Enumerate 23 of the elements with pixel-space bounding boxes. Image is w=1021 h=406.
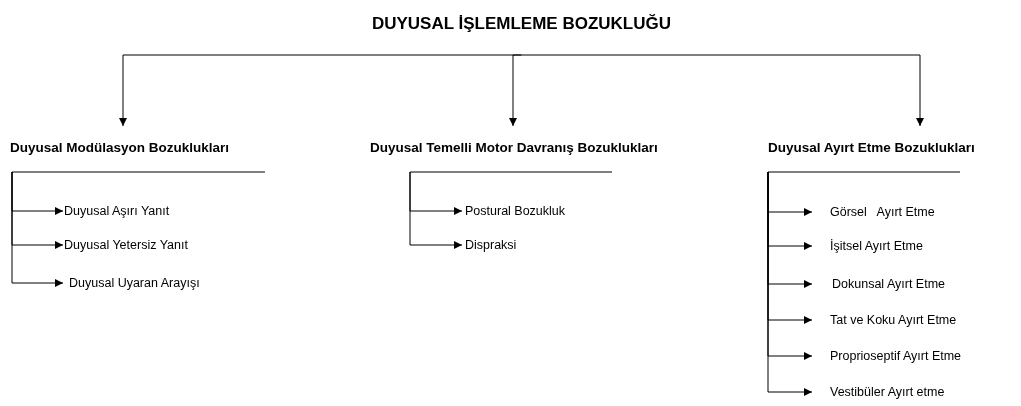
arrow	[521, 54, 924, 127]
subcategory-label: Duyusal Aşırı Yanıt	[64, 203, 170, 220]
category-heading: Duyusal Modülasyon Bozuklukları	[10, 140, 230, 155]
subcategory-label: Duyusal Uyaran Arayışı	[69, 275, 200, 292]
subcategory-label: Postural Bozukluk	[465, 203, 566, 220]
subcategory-label: Dokunsal Ayırt Etme	[832, 276, 945, 293]
category-heading: Duyusal Temelli Motor Davranış Bozuklukları	[370, 140, 658, 155]
root-heading: DUYUSAL İŞLEMLEME BOZUKLUĞU	[371, 14, 672, 34]
connector-line	[767, 171, 961, 173]
connector-line	[409, 171, 613, 173]
subcategory-label: Vestibüler Ayırt etme	[830, 384, 945, 401]
subcategory-label: Tat ve Koku Ayırt Etme	[830, 312, 957, 329]
subcategory-label: Proprioseptif Ayırt Etme	[830, 348, 962, 365]
arrow	[767, 171, 813, 396]
category-heading: Duyusal Ayırt Etme Bozuklukları	[768, 140, 975, 155]
subcategory-label: İşitsel Ayırt Etme	[830, 238, 923, 255]
arrow	[509, 54, 522, 127]
subcategory-label: Dispraksi	[465, 237, 517, 254]
arrow	[409, 171, 463, 249]
subcategory-label: Görsel Ayırt Etme	[830, 204, 935, 221]
arrow	[11, 171, 64, 287]
connector-line	[11, 171, 266, 173]
subcategory-label: Duyusal Yetersiz Yanıt	[64, 237, 188, 254]
